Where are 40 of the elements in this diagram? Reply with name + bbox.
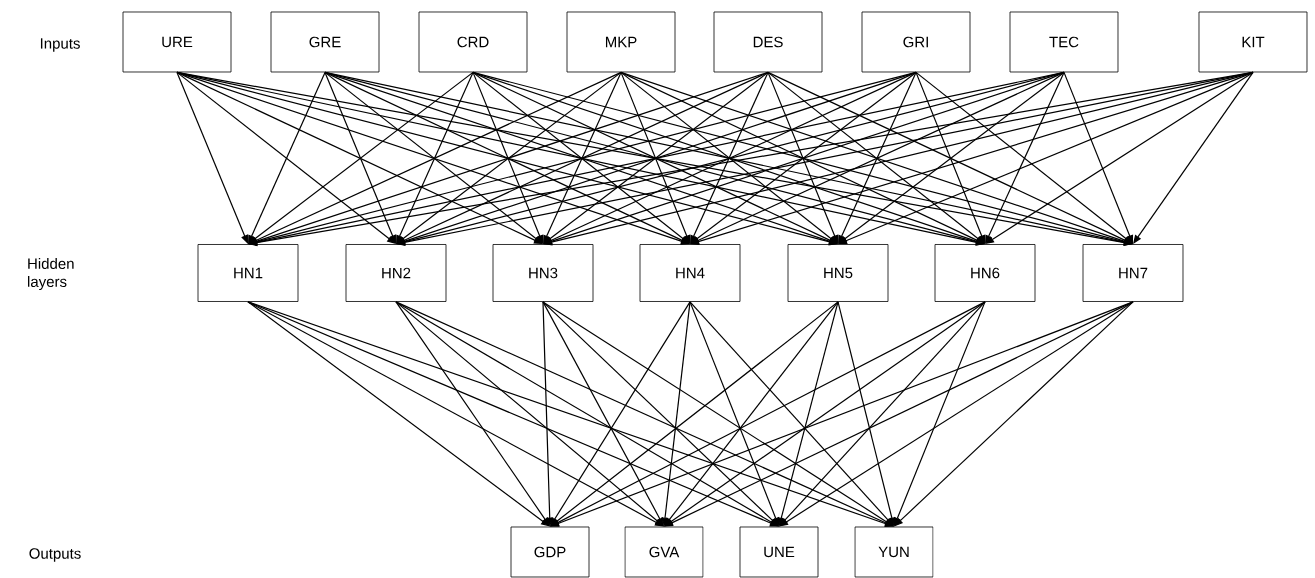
layer-box: HN2 (345, 244, 447, 302)
layer-box: DES (713, 11, 823, 73)
layer-box: HN3 (492, 244, 594, 302)
layer-box: URE (122, 11, 232, 73)
arrow (542, 301, 779, 527)
arrow (395, 301, 779, 527)
layer-box: TEC (1009, 11, 1119, 73)
layer-box: HN6 (934, 244, 1036, 302)
arrow (550, 301, 986, 527)
arrow (550, 301, 839, 527)
arrow (472, 71, 543, 244)
arrow (838, 71, 1254, 245)
layer-box: GRI (861, 11, 971, 73)
layer-label: Hidden layers (28, 258, 74, 290)
layer-box: HN4 (639, 244, 741, 302)
arrow (247, 301, 550, 527)
arrow (664, 301, 1134, 527)
arrow (664, 301, 986, 527)
layer-box: GRE (270, 11, 380, 73)
layer-box: KIT (1198, 11, 1308, 73)
layer-box: GDP (510, 526, 590, 578)
layer-box: HN7 (1082, 244, 1184, 302)
arrow (248, 71, 326, 244)
layer-box: UNE (739, 526, 819, 578)
layer-box: GVA (624, 526, 704, 578)
arrow (894, 301, 1134, 527)
layer-box: YUN (854, 526, 934, 578)
arrow (395, 301, 664, 527)
layer-label: Outputs (29, 548, 81, 562)
layer-label: Inputs (40, 38, 80, 52)
layer-box: HN5 (787, 244, 889, 302)
arrow (767, 71, 838, 244)
layer-box: HN1 (197, 244, 299, 302)
arrow (247, 301, 894, 528)
arrow (395, 301, 894, 527)
layer-box: CRD (418, 11, 528, 73)
layer-box: MKP (566, 11, 676, 73)
arrow (247, 301, 779, 527)
arrow (542, 301, 894, 527)
arrow (396, 71, 474, 244)
